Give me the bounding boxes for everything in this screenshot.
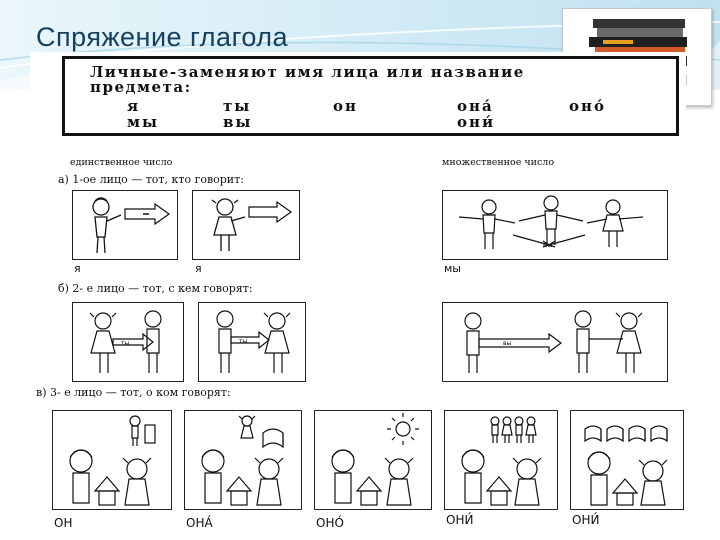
illustration-vy: вы	[442, 302, 668, 382]
label-plural: множественное число	[442, 157, 554, 168]
slide-title: Спряжение глагола	[36, 22, 288, 53]
caption-oni-2: ОНИ́	[572, 513, 599, 527]
illustration-ona	[184, 410, 302, 510]
pronoun-on: он	[333, 97, 358, 115]
pronoun-table: Личные-заменяют имя лица или название пр…	[62, 56, 679, 136]
illustration-ya-2	[192, 190, 300, 260]
caption-ya-1: я	[74, 262, 81, 275]
illustration-oni-people	[444, 410, 558, 510]
caption-oni-1: ОНИ́	[446, 513, 473, 527]
illustration-ono	[314, 410, 432, 510]
illustration-on	[52, 410, 172, 510]
label-singular: единственное число	[70, 157, 172, 168]
illustration-oni-books	[570, 410, 684, 510]
arrow-label-ty-2: ты	[239, 338, 247, 345]
illustration-vy-single: ты	[198, 302, 306, 382]
pronoun-ono: оно́	[569, 97, 606, 115]
pronoun-oni: они́	[457, 113, 495, 131]
pronoun-vy: вы	[223, 113, 252, 131]
table-heading-cont: предмета:	[90, 78, 192, 96]
caption-ona: ОНА́	[186, 516, 213, 530]
illustration-ty: ты	[72, 302, 184, 382]
arrow-label-ty: ты	[121, 340, 129, 347]
illustration-ya-1	[72, 190, 178, 260]
caption-ya-2: я	[195, 262, 202, 275]
pronoun-my: мы	[127, 113, 159, 131]
arrow-label-my: мы	[543, 242, 553, 249]
caption-my: мы	[444, 262, 461, 275]
label-second-person: б) 2- е лицо — тот, с кем говорят:	[58, 282, 253, 295]
caption-on: ОН	[54, 516, 72, 530]
label-first-person: а) 1-ое лицо — тот, кто говорит:	[58, 173, 244, 186]
arrow-label-vy: вы	[503, 340, 512, 347]
caption-ono: ОНО́	[316, 516, 344, 530]
illustration-my: мы	[442, 190, 668, 260]
label-third-person: в) 3- е лицо — тот, о ком говорят:	[36, 386, 231, 399]
